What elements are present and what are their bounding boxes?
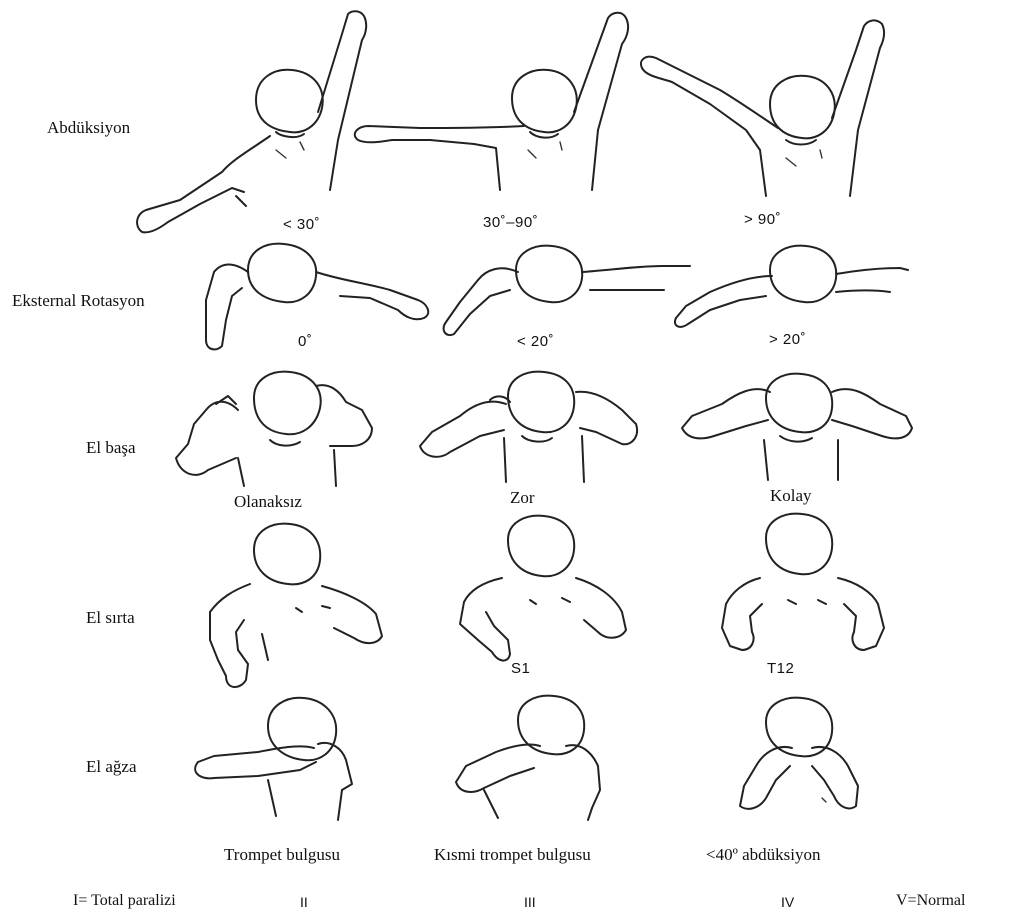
child-hand-to-head-difficult-icon xyxy=(420,372,637,482)
child-hand-to-mouth-trumpet-sign-icon xyxy=(195,698,352,820)
child-arm-abduction-over-90-icon xyxy=(641,20,884,196)
child-hand-to-mouth-partial-trumpet-icon xyxy=(456,696,600,820)
child-hand-to-head-impossible-icon xyxy=(176,372,372,486)
child-external-rotation-0-icon xyxy=(206,244,428,350)
child-hand-to-head-easy-icon xyxy=(682,374,912,480)
child-external-rotation-less-than-20-icon xyxy=(444,246,690,335)
child-hand-to-back-none-icon xyxy=(210,524,382,687)
child-arm-abduction-less-than-30-icon xyxy=(137,11,366,232)
child-external-rotation-over-20-icon xyxy=(675,246,908,327)
child-hand-to-back-t12-icon xyxy=(722,514,884,650)
child-hand-to-back-s1-icon xyxy=(460,516,626,661)
child-hand-to-mouth-under-40-abduction-icon xyxy=(740,698,858,809)
child-arm-abduction-30-to-90-icon xyxy=(355,13,628,190)
